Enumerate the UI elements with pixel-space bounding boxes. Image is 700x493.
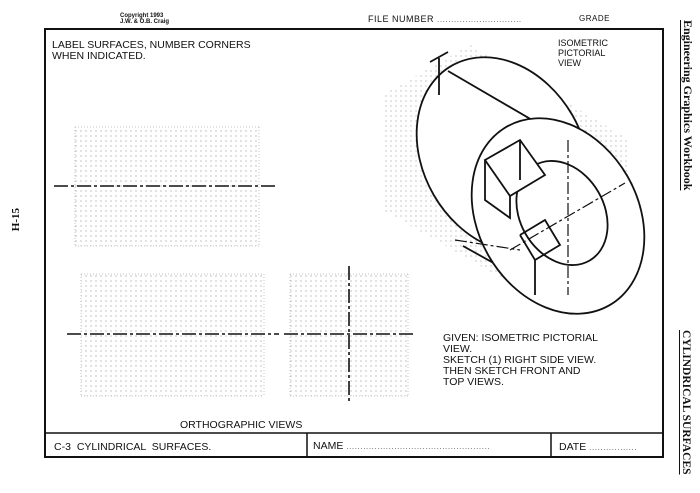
isometric-label-line-2: PICTORIAL bbox=[558, 48, 606, 58]
given-line-4: THEN SKETCH FRONT AND bbox=[443, 365, 581, 377]
iso-lower-centerline bbox=[454, 239, 521, 251]
front-view-grid[interactable] bbox=[67, 273, 279, 397]
given-line-5: TOP VIEWS. bbox=[443, 376, 504, 388]
slot-side-edge bbox=[484, 160, 511, 220]
instructions: LABEL SURFACES, NUMBER CORNERS WHEN INDI… bbox=[52, 40, 292, 62]
copyright-line-1: Copyright 1993 bbox=[120, 13, 164, 19]
cylinder-slot bbox=[483, 138, 547, 198]
chapter-side-title: CYLINDRICAL SURFACES bbox=[680, 330, 692, 475]
isometric-label-line-1: ISOMETRIC bbox=[558, 38, 609, 48]
file-number-label: FILE NUMBER bbox=[368, 14, 435, 24]
grade-label: GRADE bbox=[579, 14, 610, 23]
top-view-grid[interactable] bbox=[54, 126, 277, 247]
given-line-2: VIEW. bbox=[443, 343, 473, 355]
worksheet-title: C-3 CYLINDRICAL SURFACES. bbox=[54, 441, 212, 453]
date-label: DATE bbox=[559, 441, 587, 453]
given-line-3: SKETCH (1) RIGHT SIDE VIEW. bbox=[443, 354, 597, 366]
date-blank: ................. bbox=[589, 443, 638, 452]
name-label: NAME bbox=[313, 440, 344, 452]
name-field[interactable]: NAME ...................................… bbox=[313, 440, 490, 452]
isometric-label: ISOMETRIC PICTORIAL VIEW bbox=[558, 38, 628, 68]
file-number-blank: .............................. bbox=[437, 15, 522, 24]
isometric-cylinder bbox=[415, 51, 646, 315]
instructions-line-2: WHEN INDICATED. bbox=[52, 50, 146, 62]
right-side-view-grid[interactable] bbox=[284, 266, 414, 404]
top-flat-edge bbox=[429, 51, 449, 63]
copyright-notice: Copyright 1993 J.W. & O.B. Craig bbox=[120, 13, 169, 25]
isometric-label-line-3: VIEW bbox=[558, 58, 582, 68]
instructions-line-1: LABEL SURFACES, NUMBER CORNERS bbox=[52, 39, 251, 51]
iso-axis-centerline bbox=[509, 182, 626, 251]
orthographic-views-label: ORTHOGRAPHIC VIEWS bbox=[180, 419, 303, 431]
date-field[interactable]: DATE ................. bbox=[559, 441, 637, 453]
file-number-field[interactable]: FILE NUMBER ............................… bbox=[368, 14, 522, 24]
workbook-side-title: Engineering Graphics Workbook bbox=[681, 20, 695, 191]
given-line-1: GIVEN: ISOMETRIC PICTORIAL bbox=[443, 332, 598, 344]
cylinder-notch bbox=[519, 218, 562, 262]
given-instructions: GIVEN: ISOMETRIC PICTORIAL VIEW. SKETCH … bbox=[443, 333, 643, 388]
worksheet-frame bbox=[44, 28, 664, 458]
copyright-line-2: J.W. & O.B. Craig bbox=[120, 19, 170, 25]
name-blank: ........................................… bbox=[346, 442, 491, 451]
